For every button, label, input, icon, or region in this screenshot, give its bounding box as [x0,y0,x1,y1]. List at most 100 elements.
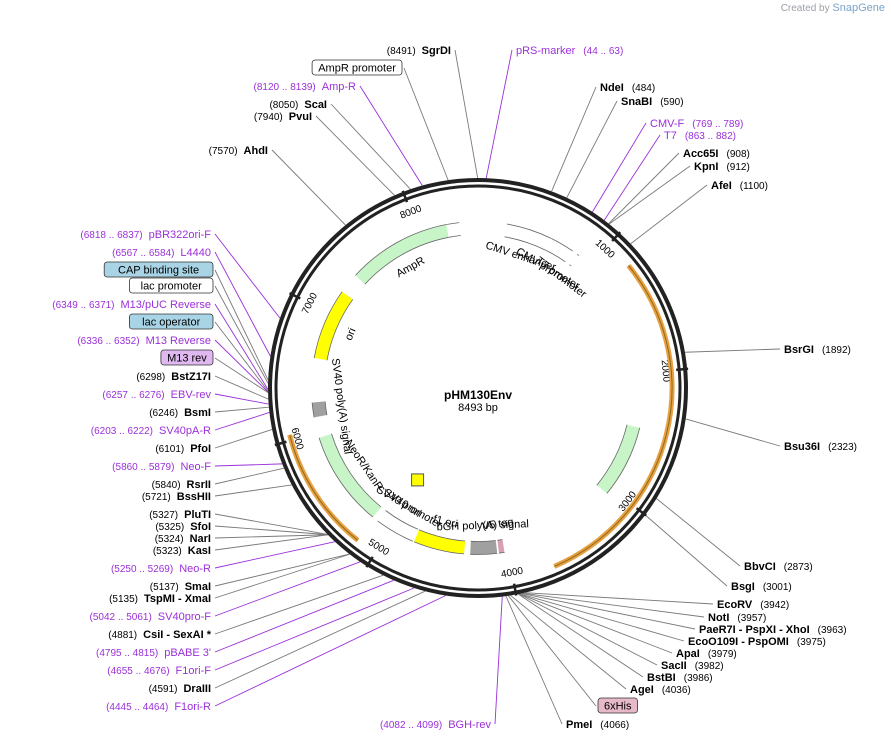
site-lac-promoter[interactable]: lac promoter [128,277,214,294]
site-label: (6567 .. 6584)L4440 [112,247,211,259]
site-l4440[interactable]: (6567 .. 6584)L4440 [112,247,211,259]
site-ecorv[interactable]: EcoRV(3942) [717,599,789,611]
feature-t7-promoter[interactable] [569,254,580,266]
site-amp-r[interactable]: (8120 .. 8139)Amp-R [254,81,357,93]
site-scai[interactable]: (8050)ScaI [269,99,327,111]
site-6xhis[interactable]: 6xHis [597,697,638,714]
site-afei[interactable]: AfeI(1100) [711,180,768,192]
feature-ampr-promoter[interactable] [446,222,461,238]
site-prs-marker[interactable]: pRS-marker(44 .. 63) [516,45,623,57]
feature-edge [326,299,354,361]
site-bgh-rev[interactable]: (4082 .. 4099)BGH-rev [380,719,492,731]
site-kasi[interactable]: (5323)KasI [153,545,211,557]
site-position: (4066) [600,720,629,731]
site-ndei[interactable]: NdeI(484) [600,82,655,94]
site-draiii[interactable]: (4591)DraIII [149,683,211,695]
site-t7[interactable]: T7(863 .. 882) [664,130,736,142]
site-pbabe-3[interactable]: (4795 .. 4815)pBABE 3' [96,647,211,659]
site-sacii[interactable]: SacII(3982) [661,660,724,672]
site-position: (44 .. 63) [583,46,623,57]
site-rsrii[interactable]: (5840)RsrII [152,479,211,491]
site-paer7i[interactable]: PaeR7I - PspXI - XhoI(3963) [699,624,847,636]
site-m13-puc-reverse[interactable]: (6349 .. 6371)M13/pUC Reverse [52,299,211,311]
leader-line [519,593,685,642]
site-ecoo109i[interactable]: EcoO109I - PspOMI(3975) [688,636,826,648]
site-apai[interactable]: ApaI(3979) [676,648,737,660]
site-f1ori-r[interactable]: (4445 .. 4464)F1ori-R [106,701,211,713]
site-f1ori-f[interactable]: (4655 .. 4676)F1ori-F [107,665,211,677]
feature-edge [385,510,419,530]
site-noti[interactable]: NotI(3957) [708,612,766,624]
feature-edge [551,238,573,252]
site-pvui[interactable]: (7940)PvuI [254,111,312,123]
site-tspmi-xmai[interactable]: (5135)TspMI - XmaI [109,593,211,605]
site-bbvci[interactable]: BbvCI(2873) [744,561,813,573]
leader-line [517,593,644,678]
feature-ori[interactable] [314,291,353,361]
site-smai[interactable]: (5137)SmaI [150,581,211,593]
site-agei[interactable]: AgeI(4036) [630,684,691,696]
site-bstz17i[interactable]: (6298)BstZ17I [136,371,211,383]
site-nari[interactable]: (5324)NarI [155,533,211,545]
feature-cmv-promoter[interactable] [545,238,573,262]
site-ampr-promoter-label[interactable]: AmpR promoter [311,59,403,76]
site-acc65i[interactable]: Acc65I(908) [683,148,750,160]
site-m13-reverse[interactable]: (6336 .. 6352)M13 Reverse [77,335,211,347]
feature-sv40-polya[interactable] [312,401,327,418]
site-csii-sexai[interactable]: (4881)CsiI - SexAI * [108,629,211,641]
feature-label: AmpR [394,255,427,280]
feature-edge [596,424,628,486]
site-bsshii[interactable]: (5721)BssHII [142,491,211,503]
site-bsgi[interactable]: BsgI(3001) [731,581,792,593]
site-bsu36i[interactable]: Bsu36I(2323) [784,441,857,453]
site-sv40pro-f[interactable]: (5042 .. 5061)SV40pro-F [90,611,212,623]
feature-neor-kanr[interactable] [319,433,382,518]
site-neo-f[interactable]: (5860 .. 5879)Neo-F [112,461,211,473]
feature-env-orange-1[interactable] [553,264,675,569]
site-bsmi[interactable]: (6246)BsmI [149,407,211,419]
site-name: EcoRV [717,599,753,611]
site-pluti[interactable]: (5327)PluTI [149,509,211,521]
site-label: CMV-F(769 .. 789) [650,118,743,130]
site-ebv-rev[interactable]: (6257 .. 6276)EBV-rev [102,389,211,401]
site-labels[interactable]: (6818 .. 6837)pBR322ori-F (6567 .. 6584)L… [52,45,857,731]
feature-env-green-inner[interactable] [596,424,640,494]
site-position: (4445 .. 4464) [106,702,168,713]
site-ahdi[interactable]: (7570)AhdI [209,145,268,157]
feature-edge [364,236,449,285]
site-cap-binding-site[interactable]: CAP binding site [103,261,214,278]
leader-line [566,100,618,198]
feature-bgh-polya[interactable] [470,540,498,555]
site-snabi[interactable]: SnaBI(590) [621,96,684,108]
feature-v5-tag[interactable] [497,539,505,554]
site-cmv-f[interactable]: CMV-F(769 .. 789) [650,118,743,130]
site-sv40pa-r[interactable]: (6203 .. 6222)SV40pA-R [91,425,211,437]
feature-cmv-enhancer[interactable] [504,223,552,251]
site-name: KpnI [694,161,718,173]
site-bsrgi[interactable]: BsrGI(1892) [784,344,851,356]
site-label: lac operator [142,317,200,329]
feature-sv40-promoter[interactable] [377,510,419,542]
site-sgrdi[interactable]: (8491)SgrDI [387,45,451,57]
site-name: BbvCI [744,561,776,573]
site-kpni[interactable]: KpnI(912) [694,161,750,173]
site-position: (7940) [254,112,283,123]
site-label: (6349 .. 6371)M13/pUC Reverse [52,299,211,311]
site-m13-rev[interactable]: M13 rev [160,349,214,366]
leader-line [214,541,335,569]
feature-f1-ori[interactable] [414,529,466,554]
site-lac-operator[interactable]: lac operator [128,313,214,330]
site-pfoi[interactable]: (6101)PfoI [155,443,211,455]
site-bstbi[interactable]: BstBI(3986) [647,672,713,684]
feature-ampr[interactable] [355,224,449,285]
leader-line [271,149,346,226]
site-name: NarI [190,533,211,545]
site-label: (6336 .. 6352)M13 Reverse [77,335,211,347]
site-neo-r[interactable]: (5250 .. 5269)Neo-R [111,563,211,575]
leader-line [519,593,673,654]
site-name: SnaBI [621,96,652,108]
site-sfoi[interactable]: (5325)SfoI [155,521,211,533]
site-pmei[interactable]: PmeI(4066) [566,719,629,731]
site-pbr322ori-f[interactable]: (6818 .. 6837)pBR322ori-F [80,229,211,241]
feature-sv40-ori[interactable] [411,473,425,487]
